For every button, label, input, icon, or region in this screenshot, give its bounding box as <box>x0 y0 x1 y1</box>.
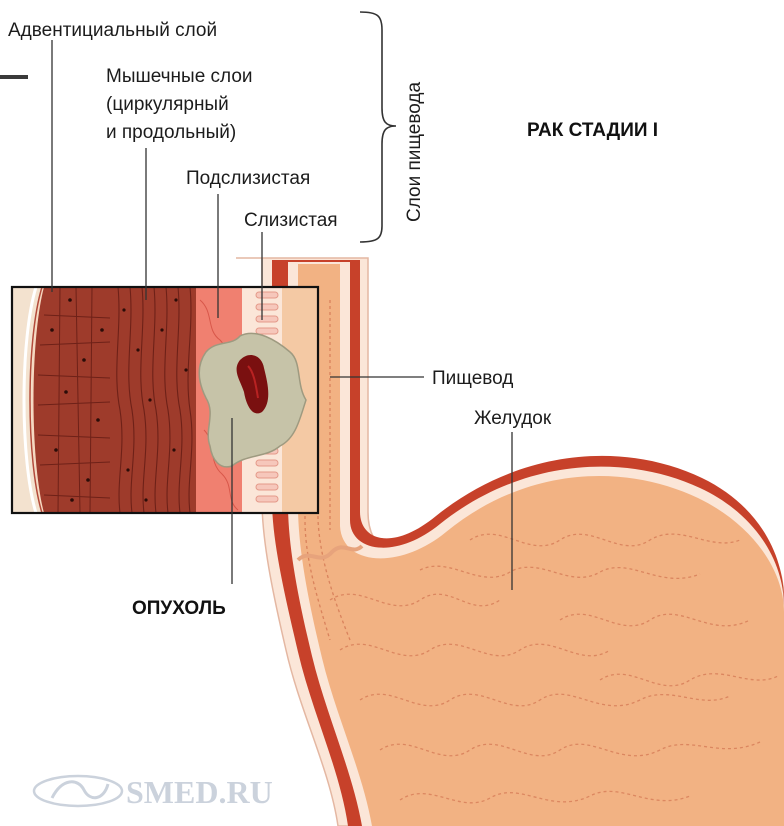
label-layers-group: Слои пищевода <box>404 82 425 222</box>
layers-brace <box>360 12 396 242</box>
label-tumor: ОПУХОЛЬ <box>132 598 226 619</box>
label-stage-title: РАК СТАДИИ I <box>527 120 658 141</box>
label-submucosa: Подслизистая <box>186 168 310 189</box>
label-mucosa: Слизистая <box>244 210 338 231</box>
label-stomach: Желудок <box>474 408 552 429</box>
label-muscle-line3: и продольный) <box>106 122 236 143</box>
watermark-logo <box>34 776 122 806</box>
label-adventitia: Адвентициальный слой <box>8 20 217 41</box>
watermark-text: SMED.RU <box>126 774 273 810</box>
label-muscle-line1: Мышечные слои <box>106 66 253 87</box>
label-esophagus: Пищевод <box>432 368 513 389</box>
watermark: SMED.RU <box>34 774 273 810</box>
cross-section-inset <box>12 287 318 513</box>
label-muscle-line2: (циркулярный <box>106 94 229 115</box>
